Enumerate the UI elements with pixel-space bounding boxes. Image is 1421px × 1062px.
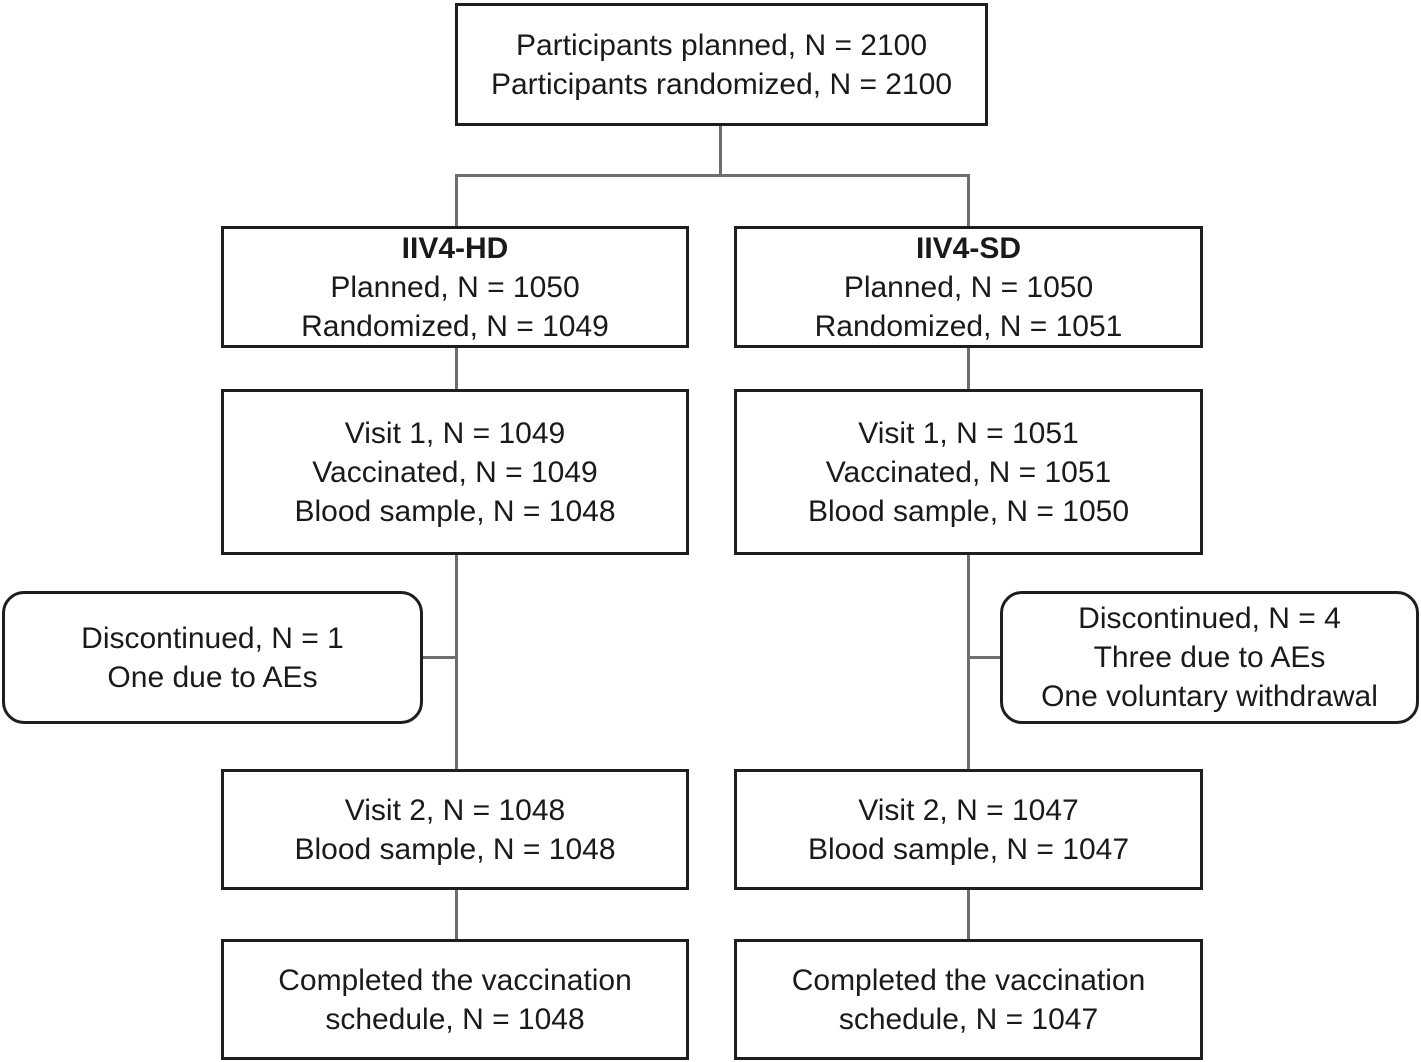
right-arm-randomized: Randomized, N = 1051 bbox=[814, 309, 1123, 343]
right-visit1-box: Visit 1, N = 1051 Vaccinated, N = 1051 B… bbox=[734, 389, 1203, 555]
left-discontinued-count: Discontinued, N = 1 bbox=[81, 621, 344, 655]
connector-right-visit1-visit2 bbox=[967, 554, 970, 770]
right-visit2-box: Visit 2, N = 1047 Blood sample, N = 1047 bbox=[734, 769, 1203, 890]
right-discontinued-box: Discontinued, N = 4 Three due to AEs One… bbox=[1000, 591, 1419, 724]
right-visit1-vaccinated: Vaccinated, N = 1051 bbox=[825, 455, 1112, 489]
connector-left-arm-visit1 bbox=[455, 347, 458, 390]
right-arm-box: IIV4-SD Planned, N = 1050 Randomized, N … bbox=[734, 226, 1203, 348]
participants-randomized: Participants randomized, N = 2100 bbox=[490, 67, 953, 101]
left-completed-box: Completed the vaccination schedule, N = … bbox=[221, 939, 689, 1060]
connector-left-visit1-visit2 bbox=[455, 554, 458, 770]
right-discontinued-reason-withdrawal: One voluntary withdrawal bbox=[1041, 680, 1378, 713]
left-visit1-blood: Blood sample, N = 1048 bbox=[294, 494, 616, 528]
right-visit2-count: Visit 2, N = 1047 bbox=[858, 793, 1079, 827]
connector-top-down bbox=[719, 125, 722, 177]
left-arm-planned: Planned, N = 1050 bbox=[330, 270, 580, 304]
right-arm-planned: Planned, N = 1050 bbox=[843, 270, 1094, 304]
right-completed-box: Completed the vaccination schedule, N = … bbox=[734, 939, 1203, 1060]
left-discontinued-box: Discontinued, N = 1 One due to AEs bbox=[2, 591, 423, 724]
left-visit1-count: Visit 1, N = 1049 bbox=[344, 416, 566, 450]
connector-split bbox=[455, 174, 970, 177]
participants-planned: Participants planned, N = 2100 bbox=[515, 28, 928, 62]
left-discontinued-reason: One due to AEs bbox=[107, 660, 318, 694]
right-visit2-blood: Blood sample, N = 1047 bbox=[807, 832, 1130, 866]
right-completed-line2: schedule, N = 1047 bbox=[838, 1002, 1099, 1036]
connector-to-left-arm bbox=[455, 174, 458, 228]
left-arm-box: IIV4-HD Planned, N = 1050 Randomized, N … bbox=[221, 226, 689, 348]
connector-right-visit2-completed bbox=[967, 888, 970, 941]
connector-right-discontinued bbox=[967, 656, 1003, 659]
left-arm-randomized: Randomized, N = 1049 bbox=[301, 309, 609, 343]
left-completed-line2: schedule, N = 1048 bbox=[325, 1002, 585, 1036]
connector-right-arm-visit1 bbox=[967, 347, 970, 390]
connector-left-discontinued bbox=[420, 656, 456, 659]
right-visit1-blood: Blood sample, N = 1050 bbox=[807, 494, 1130, 528]
left-visit2-box: Visit 2, N = 1048 Blood sample, N = 1048 bbox=[221, 769, 689, 890]
right-discontinued-count: Discontinued, N = 4 bbox=[1078, 602, 1341, 635]
left-visit1-box: Visit 1, N = 1049 Vaccinated, N = 1049 B… bbox=[221, 389, 689, 555]
left-completed-line1: Completed the vaccination bbox=[278, 963, 632, 997]
left-visit2-count: Visit 2, N = 1048 bbox=[344, 793, 566, 827]
left-visit1-vaccinated: Vaccinated, N = 1049 bbox=[312, 455, 598, 489]
participants-box: Participants planned, N = 2100 Participa… bbox=[455, 3, 988, 126]
right-arm-title: IIV4-SD bbox=[915, 231, 1022, 265]
right-completed-line1: Completed the vaccination bbox=[791, 963, 1146, 997]
left-arm-title: IIV4-HD bbox=[401, 231, 509, 265]
right-visit1-count: Visit 1, N = 1051 bbox=[858, 416, 1079, 450]
right-discontinued-reason-aes: Three due to AEs bbox=[1093, 641, 1326, 674]
left-visit2-blood: Blood sample, N = 1048 bbox=[294, 832, 616, 866]
connector-left-visit2-completed bbox=[455, 888, 458, 941]
connector-to-right-arm bbox=[967, 174, 970, 228]
